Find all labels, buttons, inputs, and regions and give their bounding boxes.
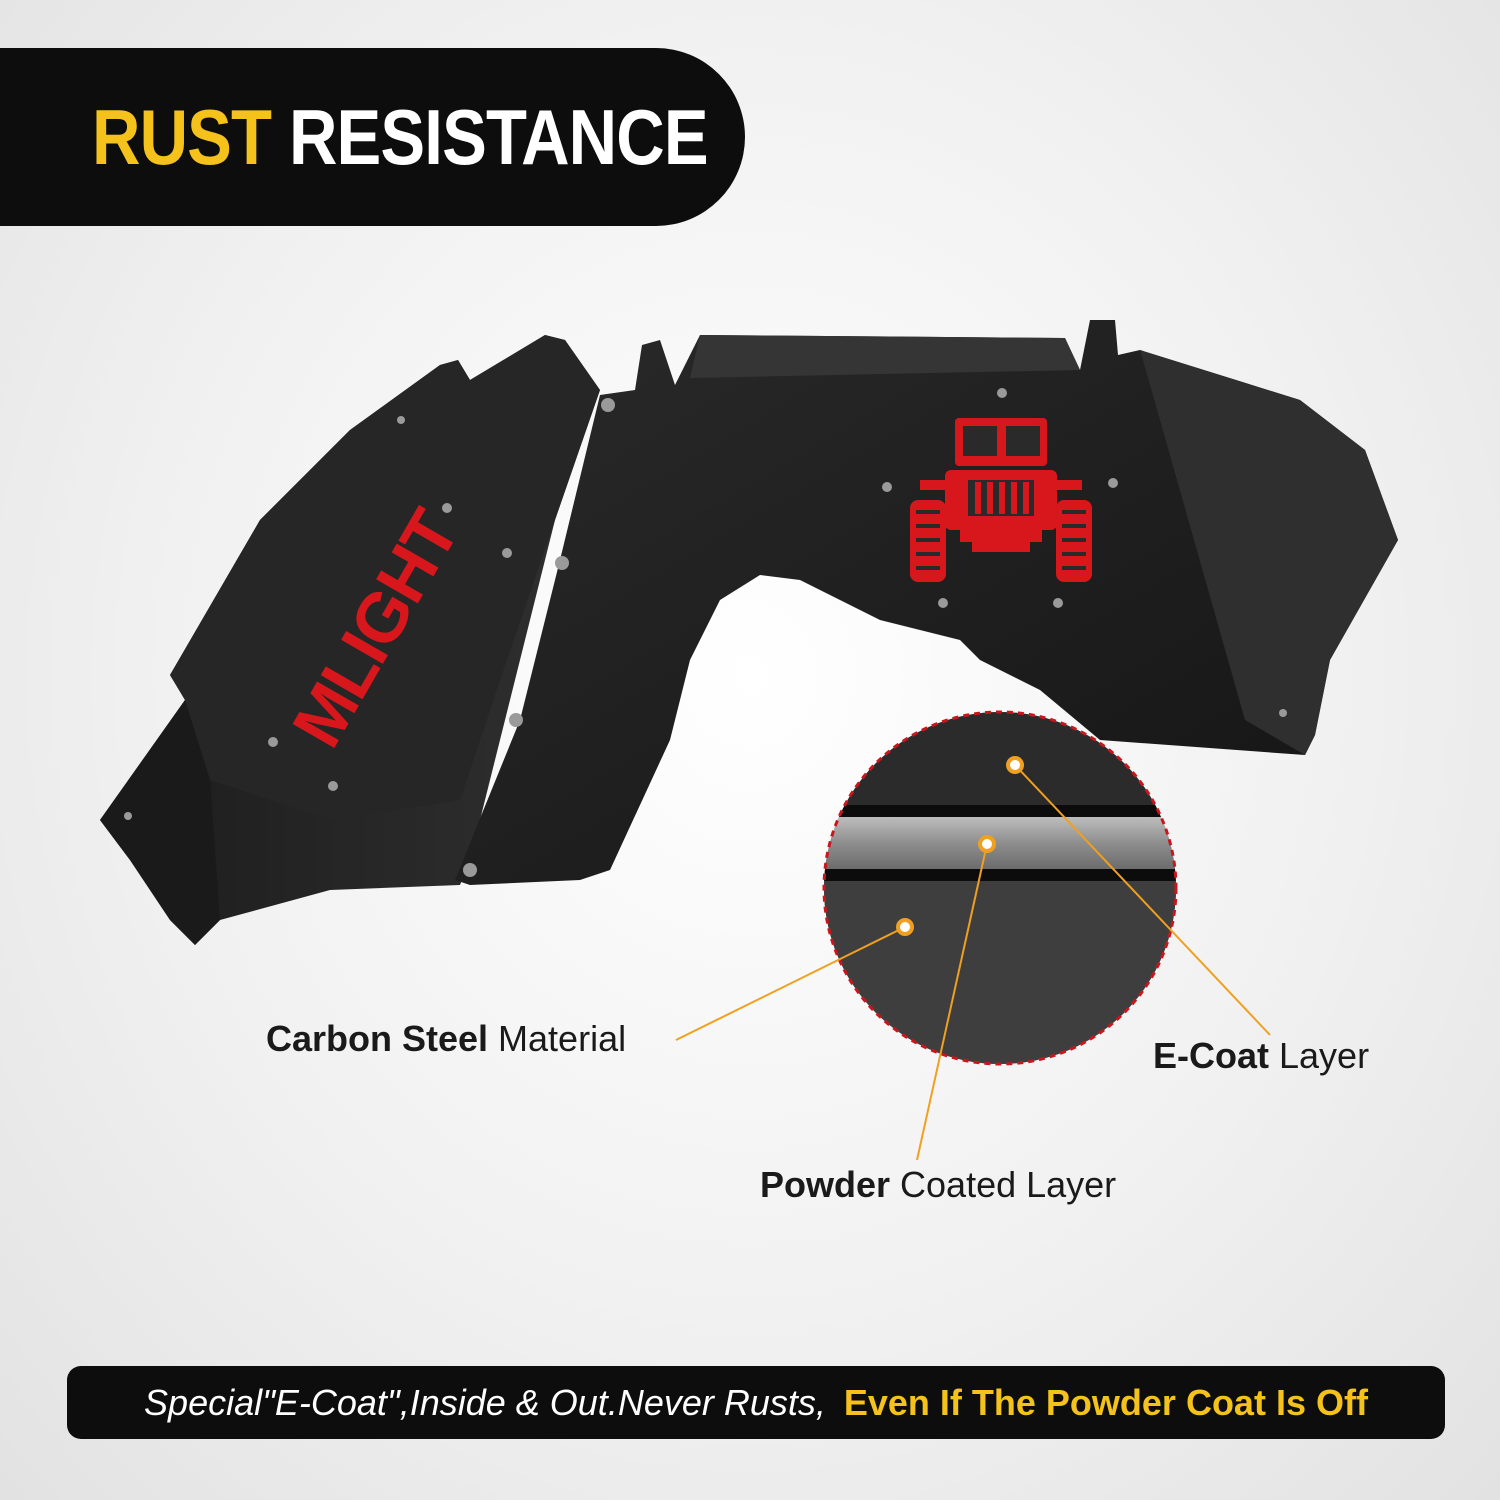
callout-powder-bold: Powder xyxy=(760,1164,891,1205)
top-step xyxy=(690,335,1080,378)
jeep-graphic xyxy=(910,418,1092,582)
right-wing xyxy=(1140,350,1398,755)
bolts xyxy=(124,388,1287,877)
page-title: RUST RESISTANCE xyxy=(92,92,709,183)
callout-ecoat-rest: Layer xyxy=(1269,1035,1370,1076)
left-upper-face xyxy=(170,335,600,820)
callout-powder: Powder Coated Layer xyxy=(760,1164,1116,1206)
leader-dots xyxy=(896,756,1024,936)
title-banner: RUST RESISTANCE xyxy=(0,48,745,226)
zoom-circle-outline xyxy=(822,710,1178,1066)
callout-ecoat: E-Coat Layer xyxy=(1153,1035,1369,1077)
footer-banner: Special"E-Coat",Inside & Out.Never Rusts… xyxy=(67,1366,1445,1439)
callout-ecoat-bold: E-Coat xyxy=(1153,1035,1269,1076)
leader-lines xyxy=(675,764,1271,1161)
footer-highlight-text: Even If The Powder Coat Is Off xyxy=(843,1381,1368,1423)
callout-carbon-steel: Carbon Steel Material xyxy=(266,1018,626,1060)
main-panel xyxy=(455,320,1398,885)
callout-powder-rest: Coated Layer xyxy=(890,1164,1117,1205)
callout-carbon-steel-rest: Material xyxy=(488,1018,627,1059)
left-lower-fold xyxy=(100,700,220,945)
title-accent: RUST xyxy=(92,92,272,181)
footer-left-text: Special"E-Coat",Inside & Out.Never Rusts… xyxy=(144,1381,826,1423)
layer-zoom-circle xyxy=(824,712,1176,1064)
callout-carbon-steel-bold: Carbon Steel xyxy=(266,1018,489,1059)
title-main: RESISTANCE xyxy=(288,92,709,181)
